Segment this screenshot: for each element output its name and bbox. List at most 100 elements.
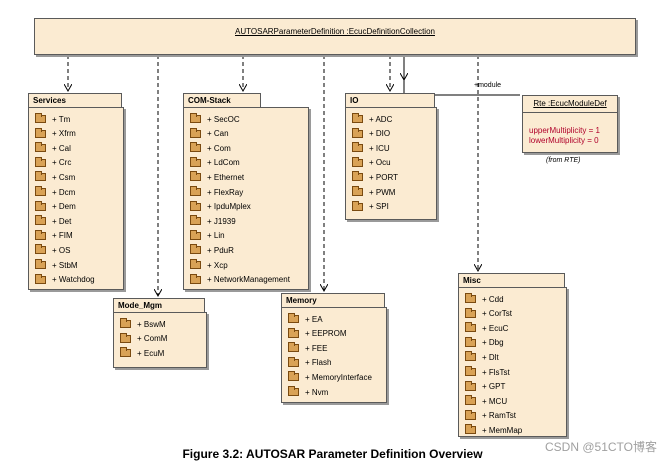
package-item: + Can xyxy=(190,127,229,141)
package-item-label: + EA xyxy=(305,314,323,324)
package-item: + Xcp xyxy=(190,258,228,272)
package-item-label: + ICU xyxy=(369,143,390,153)
package-item-label: + MemoryInterface xyxy=(305,372,372,382)
package-item: + Xfrm xyxy=(35,127,76,141)
package-item-label: + FlexRay xyxy=(207,187,244,197)
package-item-label: + SecOC xyxy=(207,114,240,124)
package-item: + PWM xyxy=(352,185,395,199)
folder-icon xyxy=(35,171,46,182)
folder-icon xyxy=(190,156,201,167)
package-item-label: + NetworkManagement xyxy=(207,275,290,285)
folder-icon xyxy=(288,356,299,367)
package-item-label: + Can xyxy=(207,129,229,139)
rte-module-def-box: Rte :EcucModuleDef upperMultiplicity = 1… xyxy=(522,95,618,153)
package-item-label: + EcuC xyxy=(482,323,509,333)
folder-icon xyxy=(352,186,363,196)
package-misc-body: + Cdd+ CorTst+ EcuC+ Dbg+ Dlt+ FlsTst+ G… xyxy=(458,287,567,437)
folder-icon xyxy=(465,380,476,391)
folder-icon xyxy=(35,142,46,153)
package-item: + OS xyxy=(35,243,70,257)
folder-icon xyxy=(35,215,46,226)
package-item-label: + Dcm xyxy=(52,187,76,197)
package-item-label: + MemMap xyxy=(482,425,523,435)
package-item-label: + ComM xyxy=(137,334,168,344)
package-item-label: + Cal xyxy=(52,143,71,153)
package-item: + MemoryInterface xyxy=(288,370,372,384)
package-item: + FEE xyxy=(288,341,327,355)
package-services-body: + Tm+ Xfrm+ Cal+ Crc+ Csm+ Dcm+ Dem+ Det… xyxy=(28,107,124,290)
package-item: + Flash xyxy=(288,356,331,370)
package-item: + EcuC xyxy=(465,321,508,335)
package-item: + Tm xyxy=(35,112,70,126)
package-item-label: + Dem xyxy=(52,202,76,212)
package-item: + ADC xyxy=(352,112,392,126)
package-item-label: + Watchdog xyxy=(52,275,95,285)
definition-collection-box: AUTOSARParameterDefinition :EcucDefiniti… xyxy=(34,18,636,55)
package-item: + StbM xyxy=(35,258,78,272)
folder-icon xyxy=(120,332,131,343)
package-com-stack-name: COM-Stack xyxy=(183,93,261,107)
folder-icon xyxy=(465,395,476,406)
package-item: + PORT xyxy=(352,170,398,184)
package-item-label: + GPT xyxy=(482,382,506,392)
folder-icon xyxy=(35,186,46,196)
package-item-label: + IpduMplex xyxy=(207,202,251,212)
rte-divider xyxy=(523,112,617,113)
package-item: + ICU xyxy=(352,141,390,155)
package-item-label: + Dlt xyxy=(482,352,499,362)
package-item: + EA xyxy=(288,312,323,326)
package-io-body: + ADC+ DIO+ ICU+ Ocu+ PORT+ PWM+ SPI xyxy=(345,107,437,220)
folder-icon xyxy=(35,156,46,167)
folder-icon xyxy=(465,351,476,362)
folder-icon xyxy=(352,127,363,138)
folder-icon xyxy=(465,424,476,435)
package-item-label: + FlsTst xyxy=(482,367,510,377)
folder-icon xyxy=(288,327,299,338)
package-item-label: + FIM xyxy=(52,231,73,241)
package-item: + ComM xyxy=(120,332,167,346)
folder-icon xyxy=(120,318,131,328)
module-association xyxy=(403,55,520,96)
package-item-label: + OS xyxy=(52,245,71,255)
package-item-label: + Xfrm xyxy=(52,129,76,139)
folder-icon xyxy=(465,336,476,347)
folder-icon xyxy=(352,156,363,167)
package-item-label: + Ocu xyxy=(369,158,391,168)
folder-icon xyxy=(120,347,131,358)
package-item: + Crc xyxy=(35,156,71,170)
package-misc-name: Misc xyxy=(458,273,565,287)
folder-icon xyxy=(190,244,201,255)
package-item-label: + PORT xyxy=(369,172,398,182)
package-item-label: + Cdd xyxy=(482,294,504,304)
package-item-label: + LdCom xyxy=(207,158,240,168)
package-item-label: + Lin xyxy=(207,231,225,241)
figure-caption: Figure 3.2: AUTOSAR Parameter Definition… xyxy=(182,447,483,461)
package-item-label: + Crc xyxy=(52,158,72,168)
package-mode-mgm: Mode_Mgm + BswM+ ComM+ EcuM xyxy=(113,298,207,368)
package-memory: Memory + EA+ EEPROM+ FEE+ Flash+ MemoryI… xyxy=(281,293,387,403)
package-item: + SPI xyxy=(352,200,389,214)
package-item: + Dlt xyxy=(465,350,499,364)
folder-icon xyxy=(352,171,363,182)
folder-icon xyxy=(352,113,363,123)
package-item-label: + ADC xyxy=(369,114,393,124)
package-item-label: + PWM xyxy=(369,187,396,197)
package-com-stack: COM-Stack + SecOC+ Can+ Com+ LdCom+ Ethe… xyxy=(183,93,309,290)
package-item: + Watchdog xyxy=(35,273,95,287)
package-item-label: + Com xyxy=(207,143,231,153)
module-association-label: +module xyxy=(474,82,502,89)
package-com-stack-body: + SecOC+ Can+ Com+ LdCom+ Ethernet+ Flex… xyxy=(183,107,309,290)
folder-icon xyxy=(35,259,46,269)
folder-icon xyxy=(465,307,476,318)
folder-icon xyxy=(35,229,46,240)
folder-icon xyxy=(288,371,299,382)
rte-title: Rte :EcucModuleDef xyxy=(533,99,607,108)
package-item: + Cal xyxy=(35,141,71,155)
folder-icon xyxy=(465,366,476,376)
package-item: + CorTst xyxy=(465,307,512,321)
folder-icon xyxy=(190,186,201,196)
folder-icon xyxy=(35,273,46,284)
package-memory-body: + EA+ EEPROM+ FEE+ Flash+ MemoryInterfac… xyxy=(281,307,387,403)
package-item-label: + Xcp xyxy=(207,260,228,270)
package-mode-mgm-body: + BswM+ ComM+ EcuM xyxy=(113,312,207,368)
